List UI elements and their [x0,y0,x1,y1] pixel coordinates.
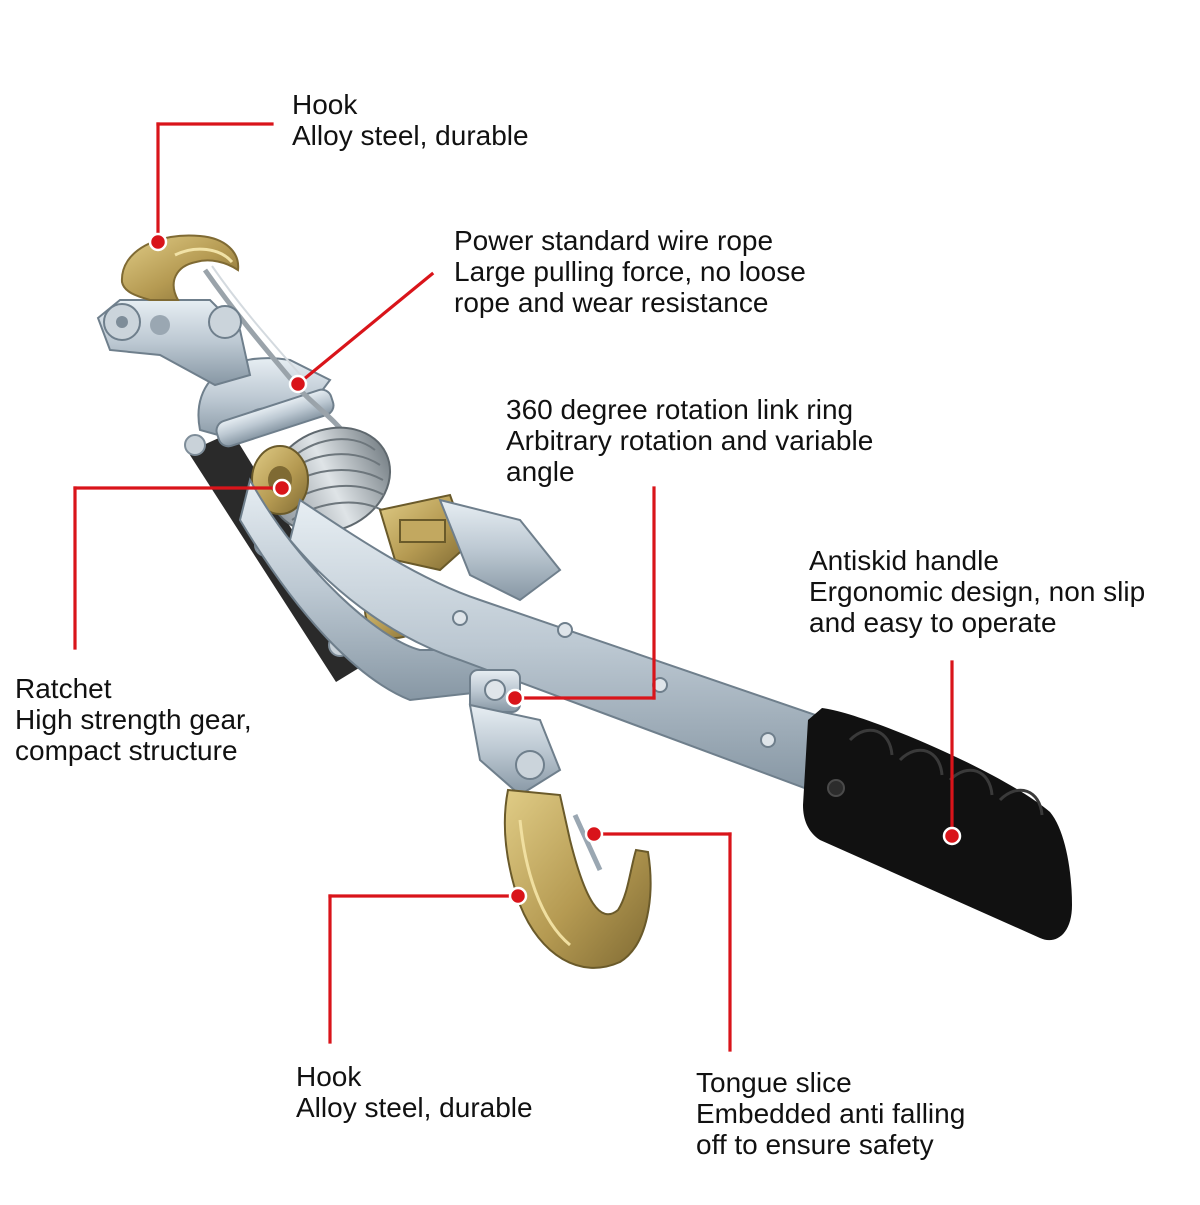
dot-link-ring [505,688,525,708]
callout-title: Antiskid handle [809,545,999,576]
callout-link-ring: 360 degree rotation link ring Arbitrary … [506,394,873,487]
callout-text: and easy to operate [809,607,1057,638]
bottom-hook [503,788,652,969]
dot-hook-top [148,232,168,252]
callout-text: Ergonomic design, non slip [809,576,1146,607]
callout-text: Arbitrary rotation and variable [506,425,874,456]
leader-wire-rope [295,271,435,387]
callout-hook-bottom: Hook Alloy steel, durable [296,1061,533,1123]
callout-title: 360 degree rotation link ring [506,394,854,425]
callout-title: Tongue slice [696,1067,852,1098]
dot-hook-bottom [508,886,528,906]
callout-text: Alloy steel, durable [292,120,529,151]
leader-lines [73,122,954,1052]
top-pulley-block [96,299,252,387]
callout-handle: Antiskid handle Ergonomic design, non sl… [809,545,1145,638]
pointer-dots [148,232,962,906]
dot-tongue [584,824,604,844]
callout-title: Power standard wire rope [454,225,774,256]
callout-tongue: Tongue slice Embedded anti falling off t… [696,1067,965,1160]
callout-title: Hook [292,89,358,120]
dot-ratchet [272,478,292,498]
callout-title: Ratchet [15,673,112,704]
callout-wire-rope: Power standard wire rope Large pulling f… [454,225,806,318]
callout-text: High strength gear, [15,704,252,735]
callout-ratchet: Ratchet High strength gear, compact stru… [15,673,252,766]
callout-text: Alloy steel, durable [296,1092,533,1123]
antiskid-grip [803,708,1072,941]
callout-text: Large pulling force, no loose [454,256,806,287]
callout-text: off to ensure safety [696,1129,934,1160]
dot-handle [942,826,962,846]
callout-text: rope and wear resistance [454,287,769,318]
dot-wire-rope [288,374,308,394]
callout-hook-top: Hook Alloy steel, durable [292,89,529,151]
swivel-link [468,669,562,797]
callout-title: Hook [296,1061,362,1092]
top-hook [120,234,240,301]
callout-text: Embedded anti falling [696,1098,966,1129]
callout-text: angle [506,456,575,487]
callout-text: compact structure [15,735,238,766]
